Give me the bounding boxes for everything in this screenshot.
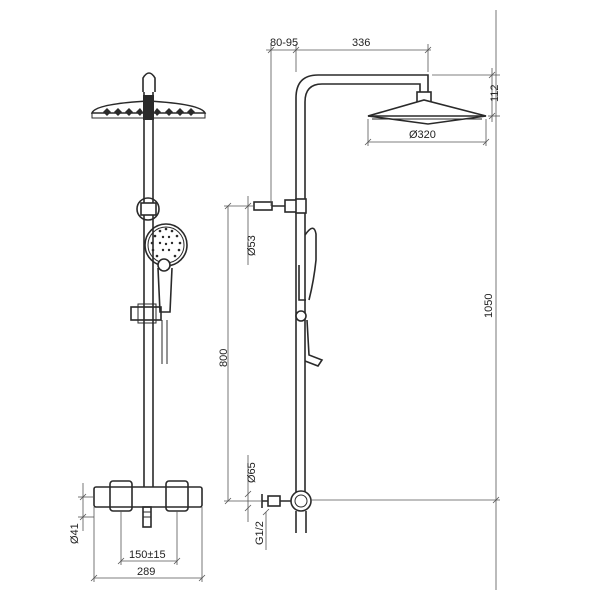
- arm-length-label: 336: [352, 37, 370, 49]
- upper-holder-bracket: [136, 197, 160, 221]
- dimension-head-drop: 112: [432, 68, 501, 122]
- side-view: 80-95 336 112 Ø320: [218, 10, 501, 590]
- slide-bar-bracket: [130, 303, 162, 324]
- total-width-label: 289: [137, 566, 155, 578]
- dimension-inlet-spacing: 150±15: [117, 511, 181, 565]
- hand-shower-front: [144, 223, 188, 313]
- pipe-offset-label: 80-95: [270, 37, 298, 49]
- dimension-body-diameter: Ø41: [69, 483, 94, 544]
- handset-diameter-label: Ø53: [246, 235, 258, 256]
- dimension-mixer-to-rail: 800: [218, 202, 262, 505]
- dimension-mixer-diameter: Ø65: [244, 455, 258, 522]
- overhead-shower-head-front: [90, 95, 207, 120]
- dimension-arm-length: 336: [352, 37, 432, 72]
- inlet-thread-label: G1/2: [254, 521, 266, 545]
- total-height-label: 1050: [483, 294, 495, 318]
- body-diameter-label: Ø41: [69, 523, 81, 544]
- dimension-total-height: 1050: [310, 10, 500, 590]
- mixer-to-rail-label: 800: [218, 349, 230, 367]
- hose: [161, 320, 168, 364]
- riser-pipe-side-inner: [304, 83, 421, 500]
- hand-shower-side: [295, 227, 324, 367]
- dimension-head-diameter: Ø320: [364, 119, 490, 146]
- overhead-shower-head-side: [367, 99, 487, 125]
- dimension-total-width: 289: [90, 507, 206, 582]
- riser-top-cap: [142, 72, 156, 92]
- dimension-inlet-thread: G1/2: [254, 508, 270, 550]
- mixer-diameter-label: Ø65: [246, 462, 258, 483]
- riser-pipe-side-outer: [295, 74, 429, 500]
- inlet-spacing-label: 150±15: [129, 549, 166, 561]
- upper-wall-bracket-side: [253, 198, 307, 214]
- dimension-handset-diameter: Ø53: [224, 196, 258, 265]
- thermostatic-mixer-front: [93, 480, 203, 528]
- head-diameter-label: Ø320: [409, 129, 436, 141]
- dimension-pipe-offset: 80-95: [266, 37, 431, 206]
- thermostatic-mixer-side: [261, 490, 312, 533]
- head-drop-label: 112: [489, 84, 501, 102]
- front-view: Ø41 150±15 289: [69, 72, 207, 582]
